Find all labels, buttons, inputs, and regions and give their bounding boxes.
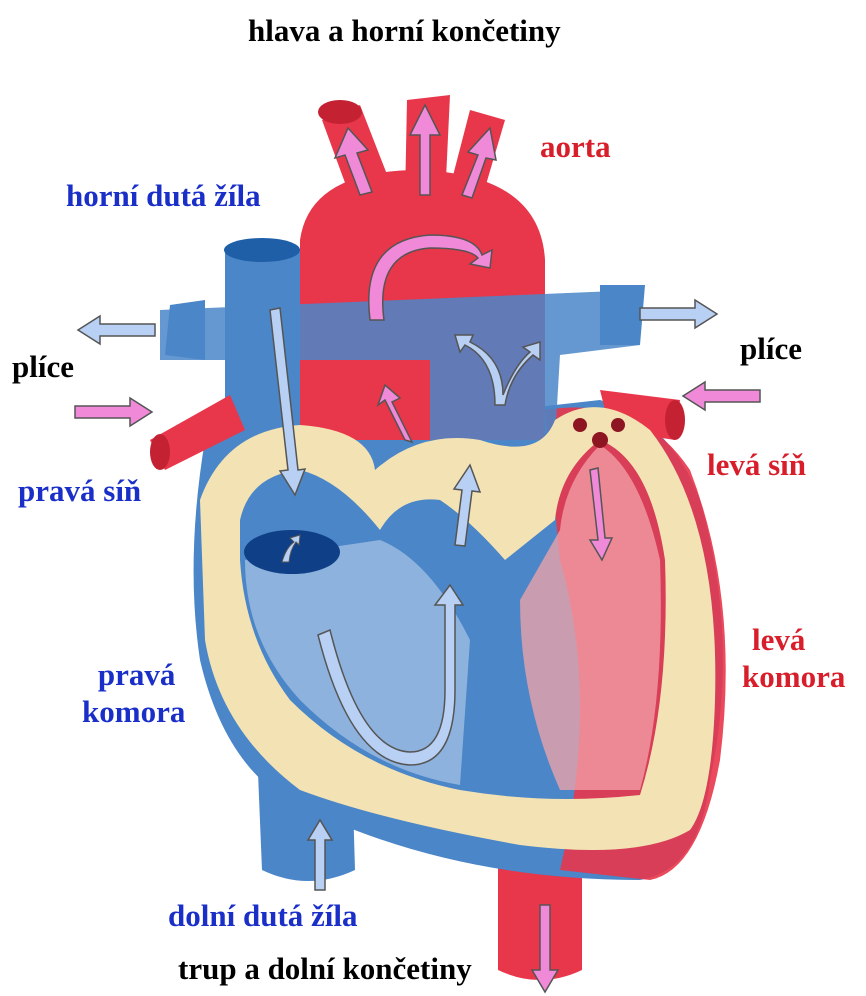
label-aorta: aorta: [540, 128, 611, 165]
aorta-branch-opening: [318, 100, 362, 124]
pulmonary-artery-right: [600, 285, 645, 345]
label-inferior-vena-cava: dolní dutá žíla: [168, 897, 358, 934]
arrow-lungs-out-right: [640, 300, 717, 328]
pulmonary-vein-right-opening: [665, 400, 685, 440]
label-right-ventricle: pravá komora: [82, 656, 185, 730]
label-head-and-upper-limbs: hlava a horní končetiny: [248, 12, 561, 49]
arrow-lungs-in-left: [75, 398, 152, 426]
arrow-lungs-out-left: [78, 316, 155, 344]
label-lungs-right: plíce: [740, 330, 802, 367]
left-atrium-opening-3: [611, 418, 625, 432]
arrow-lungs-in-right: [683, 382, 760, 410]
tricuspid-opening: [244, 530, 340, 574]
pulmonary-vein-left-opening: [150, 434, 170, 470]
label-left-ventricle: levá komora: [742, 621, 845, 695]
pulmonary-artery-left: [165, 300, 205, 360]
label-superior-vena-cava: horní dutá žíla: [66, 177, 261, 214]
label-lungs-left: plíce: [12, 348, 74, 385]
left-atrium-openings: [592, 432, 608, 448]
label-trunk-and-lower-limbs: trup a dolní končetiny: [178, 950, 472, 987]
label-right-ventricle-line1: pravá: [82, 656, 185, 693]
vena-cava-opening: [224, 238, 300, 262]
label-right-atrium: pravá síň: [18, 472, 141, 509]
label-left-ventricle-line1: levá: [742, 621, 845, 658]
left-atrium-opening-2: [573, 418, 587, 432]
label-left-atrium: levá síň: [707, 446, 806, 483]
label-right-ventricle-line2: komora: [82, 693, 185, 730]
label-left-ventricle-line2: komora: [742, 658, 845, 695]
